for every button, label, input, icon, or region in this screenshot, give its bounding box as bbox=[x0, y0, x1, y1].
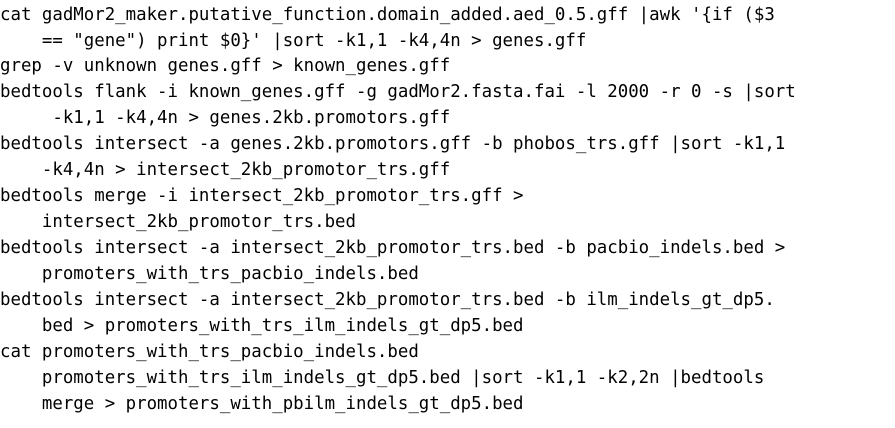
code-line: -k4,4n > intersect_2kb_promotor_trs.gff bbox=[0, 160, 451, 180]
code-line: bedtools flank -i known_genes.gff -g gad… bbox=[0, 82, 796, 102]
code-line: bedtools intersect -a intersect_2kb_prom… bbox=[0, 238, 786, 258]
code-line: promoters_with_trs_pacbio_indels.bed bbox=[0, 264, 419, 284]
code-line: bedtools intersect -a intersect_2kb_prom… bbox=[0, 290, 775, 310]
code-line: cat promoters_with_trs_pacbio_indels.bed bbox=[0, 342, 419, 362]
code-line: merge > promoters_with_pbilm_indels_gt_d… bbox=[0, 394, 524, 414]
code-line: bedtools intersect -a genes.2kb.promotor… bbox=[0, 134, 786, 154]
code-line: bed > promoters_with_trs_ilm_indels_gt_d… bbox=[0, 316, 524, 336]
code-line: bedtools merge -i intersect_2kb_promotor… bbox=[0, 186, 524, 206]
code-line: promoters_with_trs_ilm_indels_gt_dp5.bed… bbox=[0, 368, 765, 388]
code-line: intersect_2kb_promotor_trs.bed bbox=[0, 212, 356, 232]
code-line: grep -v unknown genes.gff > known_genes.… bbox=[0, 56, 451, 76]
code-line: -k1,1 -k4,4n > genes.2kb.promotors.gff bbox=[0, 108, 451, 128]
code-line: cat gadMor2_maker.putative_function.doma… bbox=[0, 5, 775, 25]
code-line: == "gene") print $0}' |sort -k1,1 -k4,4n… bbox=[0, 31, 587, 51]
